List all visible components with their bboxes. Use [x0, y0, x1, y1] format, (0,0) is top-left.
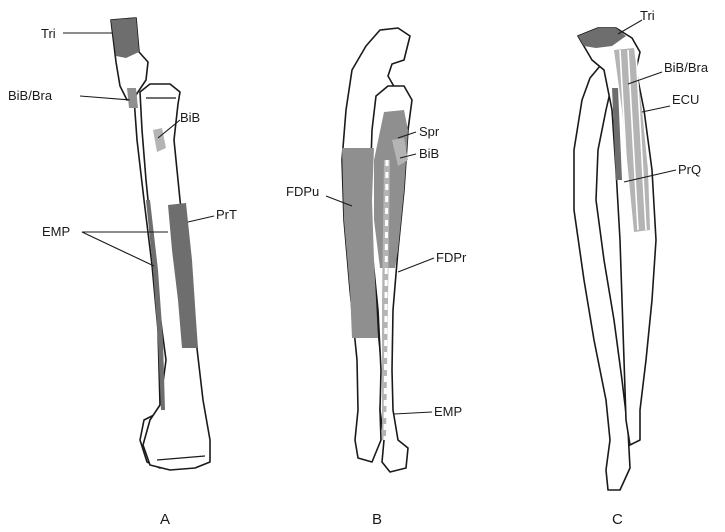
leader-emp-b [394, 412, 432, 414]
label-emp-b: EMP [434, 404, 462, 419]
leader-emp-a-2 [82, 232, 154, 266]
leader-tri-c [618, 20, 642, 34]
label-tri-c: Tri [640, 8, 655, 23]
label-fdpr-b: FDPr [436, 250, 467, 265]
label-prt-a: PrT [216, 207, 237, 222]
label-spr-b: Spr [419, 124, 440, 139]
panel-c: Tri BiB/Bra ECU PrQ C [574, 8, 709, 528]
label-bib-a: BiB [180, 110, 200, 125]
label-prq-c: PrQ [678, 162, 701, 177]
label-fdpu-b: FDPu [286, 184, 319, 199]
panel-b: Spr BiB FDPu FDPr EMP B [286, 28, 467, 528]
label-emp-a: EMP [42, 224, 70, 239]
panel-letter-a: A [160, 511, 170, 528]
leader-ecu-c [642, 106, 670, 112]
label-ecu-c: ECU [672, 92, 699, 107]
label-tri-a: Tri [41, 26, 56, 41]
label-bib-bra-a: BiB/Bra [8, 88, 53, 103]
panel-a: Tri BiB/Bra BiB PrT EMP A [8, 18, 237, 528]
leader-fdpr-b [398, 258, 434, 272]
leader-bib-bra-a [80, 96, 130, 100]
panel-letter-c: C [612, 511, 623, 528]
panel-letter-b: B [372, 511, 382, 528]
label-bib-b: BiB [419, 146, 439, 161]
leader-prt-a [188, 216, 214, 222]
radius-bone-a [140, 84, 210, 470]
fdpu-attachment-b [342, 148, 378, 338]
label-bib-bra-c: BiB/Bra [664, 60, 709, 75]
